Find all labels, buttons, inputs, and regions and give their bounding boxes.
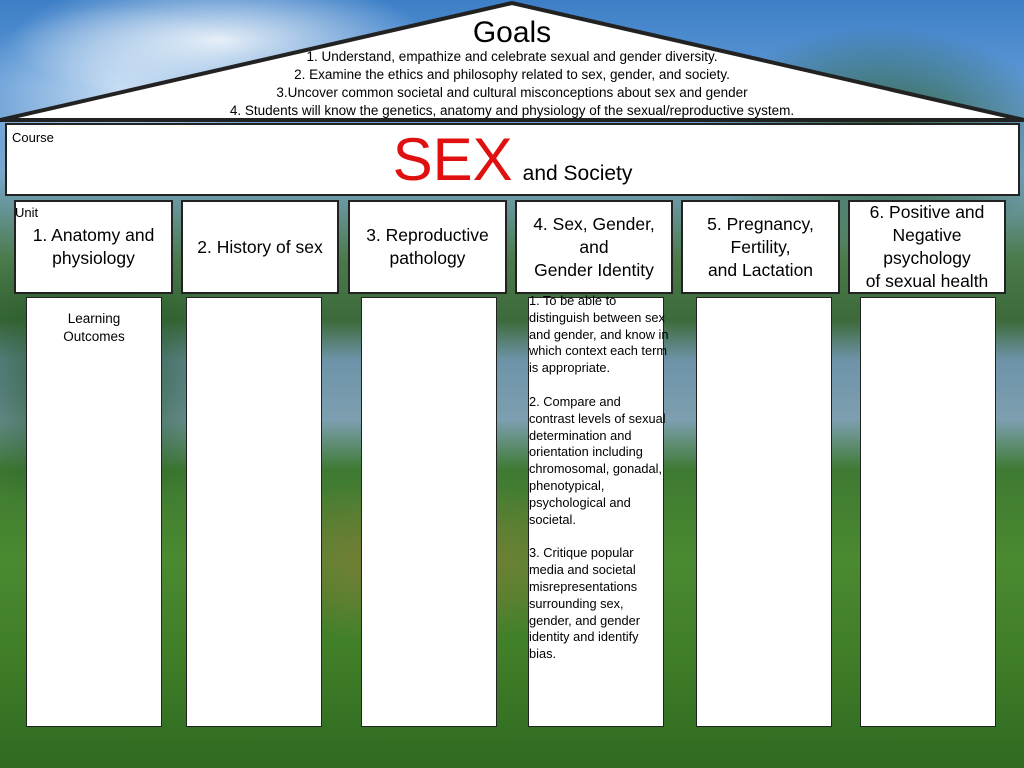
- goals-title: Goals: [472, 16, 552, 49]
- unit-box-5: 5. Pregnancy, Fertility, and Lactation: [681, 200, 840, 294]
- outcome-item: 3. Critique popular media and societal m…: [529, 545, 641, 662]
- unit-label: Unit: [15, 205, 39, 220]
- learning-outcomes-label: Learning Outcomes: [63, 311, 125, 344]
- unit-box-6: 6. Positive and Negative psychology of s…: [848, 200, 1006, 294]
- pillar-6: [860, 297, 996, 727]
- pillar-3: [361, 297, 497, 727]
- course-title-sub: and Society: [522, 162, 633, 185]
- course-title-main: SEX: [392, 126, 513, 193]
- unit-box-1: 1. Anatomy and physiology: [14, 200, 173, 294]
- unit4-outcomes-list: 1. To be able to distinguish between sex…: [529, 293, 669, 680]
- goal-item: 3.Uncover common societal and cultural m…: [276, 85, 748, 100]
- course-title: SEX and Society: [7, 125, 1018, 195]
- outcome-item: 1. To be able to distinguish between sex…: [529, 293, 669, 376]
- goals-roof: [0, 0, 1024, 122]
- pillar-1: Learning Outcomes: [26, 297, 162, 727]
- pillar-4: 1. To be able to distinguish between sex…: [528, 293, 668, 727]
- pillar-5: [696, 297, 832, 727]
- course-bar: Course SEX and Society: [5, 123, 1020, 196]
- course-label: Course: [12, 130, 54, 145]
- unit-box-2: 2. History of sex: [181, 200, 339, 294]
- goal-item: 1. Understand, empathize and celebrate s…: [306, 49, 718, 64]
- unit-box-3: 3. Reproductive pathology: [348, 200, 507, 294]
- goals-list: 1. Understand, empathize and celebrate s…: [0, 48, 1024, 120]
- goal-item: 2. Examine the ethics and philosophy rel…: [294, 67, 730, 82]
- pillar-2: [186, 297, 322, 727]
- goal-item: 4. Students will know the genetics, anat…: [229, 103, 795, 118]
- unit-box-4: 4. Sex, Gender, and Gender Identity: [515, 200, 673, 294]
- outcome-item: 2. Compare and contrast levels of sexual…: [529, 393, 666, 527]
